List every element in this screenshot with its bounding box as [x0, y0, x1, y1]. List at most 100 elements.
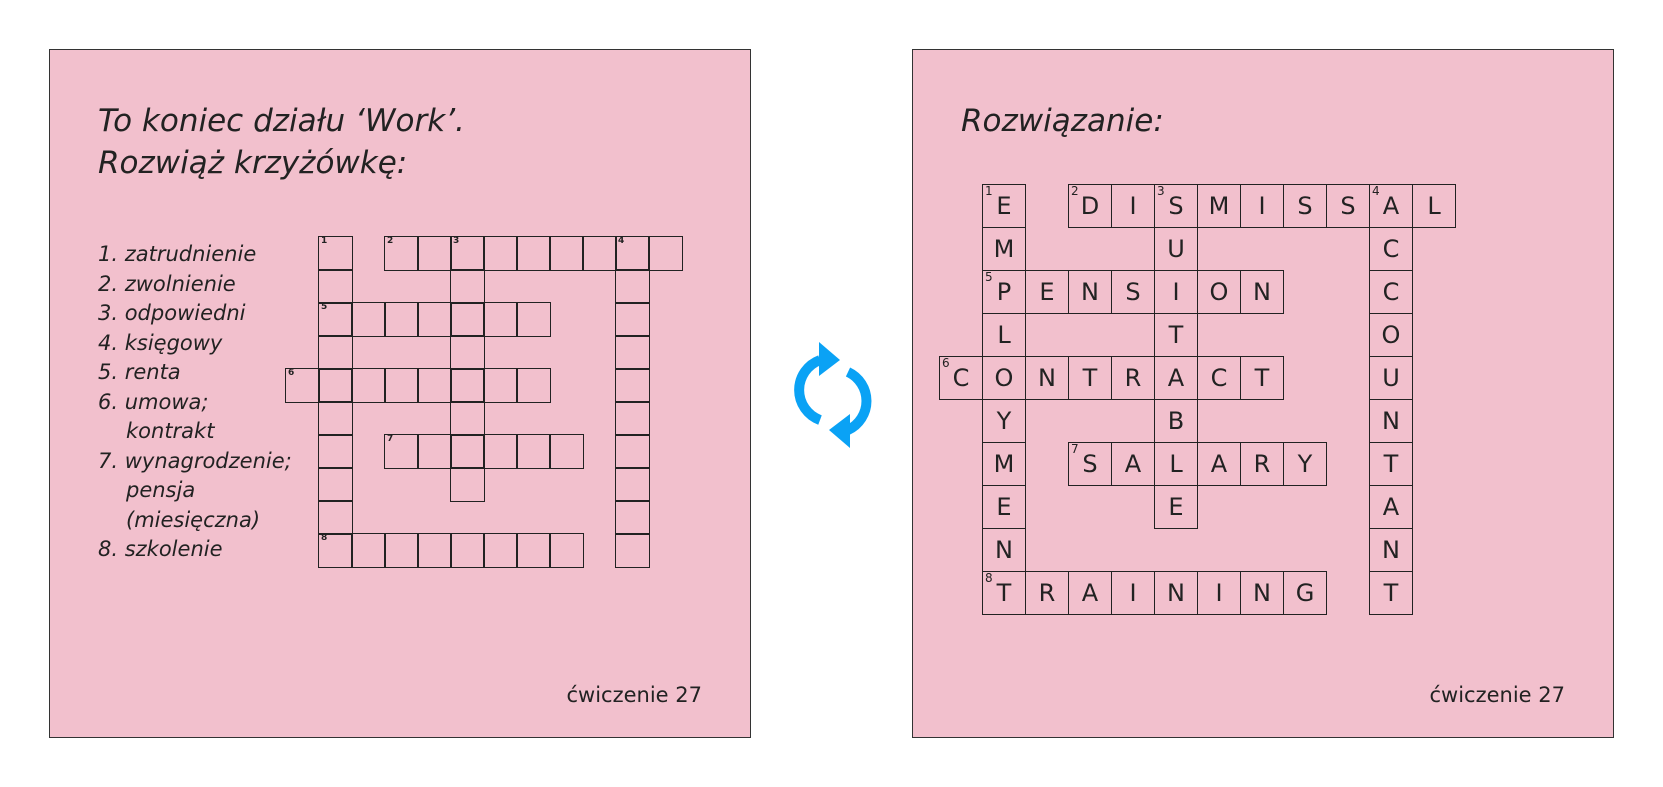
crossword-blank-cell[interactable] — [450, 368, 485, 403]
crossword-blank-cell[interactable] — [549, 434, 584, 469]
crossword-letter-cell: U — [1369, 356, 1413, 400]
crossword-blank-cell[interactable] — [318, 368, 353, 403]
clue-number: 2 — [1071, 184, 1079, 198]
clue-list: 1. zatrudnienie 2. zwolnienie 3. odpowie… — [98, 240, 292, 565]
crossword-blank-cell[interactable] — [450, 434, 485, 469]
crossword-blank-cell[interactable] — [615, 533, 650, 568]
crossword-blank-cell[interactable] — [417, 368, 452, 403]
crossword-letter-cell: T — [1369, 571, 1413, 615]
crossword-letter-cell: E — [982, 485, 1026, 529]
crossword-blank-cell[interactable] — [483, 368, 518, 403]
crossword-blank-cell[interactable] — [417, 236, 452, 271]
crossword-blank-cell[interactable] — [648, 236, 683, 271]
crossword-blank-cell[interactable] — [417, 533, 452, 568]
crossword-blank-cell[interactable] — [615, 500, 650, 535]
crossword-blank-cell[interactable] — [318, 401, 353, 436]
crossword-letter-cell: O — [982, 356, 1026, 400]
crossword-blank-cell[interactable] — [516, 302, 551, 337]
crossword-blank-cell[interactable] — [450, 533, 485, 568]
crossword-blank-cell[interactable]: 7 — [384, 434, 419, 469]
crossword-blank-cell[interactable] — [483, 434, 518, 469]
crossword-letter-cell: O — [1197, 270, 1241, 314]
crossword-letter-cell: L — [1154, 442, 1198, 486]
crossword-letter-cell: S — [1111, 270, 1155, 314]
crossword-blank-cell[interactable]: 2 — [384, 236, 419, 271]
clue-item: 6. umowa;kontrakt — [98, 389, 215, 444]
clue-number: 6 — [942, 356, 950, 370]
crossword-blank-cell[interactable] — [351, 302, 386, 337]
crossword-letter-cell: M — [982, 442, 1026, 486]
crossword-blank-cell[interactable] — [318, 335, 353, 370]
crossword-letter-cell: A — [1154, 356, 1198, 400]
crossword-letter-cell: C — [1369, 270, 1413, 314]
crossword-blank-cell[interactable] — [483, 302, 518, 337]
crossword-blank-cell[interactable]: 8 — [318, 533, 353, 568]
clue-number: 4 — [1372, 184, 1380, 198]
crossword-blank-cell[interactable] — [450, 335, 485, 370]
crossword-blank-cell[interactable] — [318, 434, 353, 469]
clue-item: 4. księgowy — [98, 330, 223, 355]
crossword-blank-cell[interactable] — [615, 269, 650, 304]
solution-title: Rozwiązanie: — [961, 103, 1164, 139]
clue-item: 8. szkolenie — [98, 537, 223, 561]
crossword-blank-cell[interactable] — [318, 269, 353, 304]
crossword-blank-cell[interactable] — [615, 434, 650, 469]
crossword-blank-cell[interactable]: 4 — [615, 236, 650, 271]
crossword-blank-cell[interactable] — [417, 434, 452, 469]
crossword-letter-cell: I — [1111, 571, 1155, 615]
crossword-letter-cell: L — [1412, 184, 1456, 228]
crossword-blank-cell[interactable] — [615, 467, 650, 502]
crossword-blank-cell[interactable] — [450, 401, 485, 436]
crossword-letter-cell: L — [982, 313, 1026, 357]
clue-number: 4 — [618, 236, 625, 246]
crossword-blank-cell[interactable] — [549, 236, 584, 271]
crossword-letter-cell: Y — [1283, 442, 1327, 486]
crossword-blank-cell[interactable] — [450, 467, 485, 502]
crossword-blank-cell[interactable] — [483, 533, 518, 568]
crossword-blank-cell[interactable] — [516, 533, 551, 568]
crossword-blank-cell[interactable] — [615, 335, 650, 370]
crossword-blank-cell[interactable]: 1 — [318, 236, 353, 271]
clue-number: 3 — [1157, 184, 1165, 198]
crossword-blank-cell[interactable] — [615, 302, 650, 337]
clue-number: 3 — [453, 236, 460, 246]
crossword-blank-cell[interactable] — [384, 302, 419, 337]
crossword-blank-cell[interactable] — [417, 302, 452, 337]
crossword-letter-cell: N — [1025, 356, 1069, 400]
crossword-letter-cell: Y — [982, 399, 1026, 443]
crossword-blank-cell[interactable] — [450, 302, 485, 337]
crossword-blank-cell[interactable] — [615, 368, 650, 403]
crossword-blank-cell[interactable] — [516, 368, 551, 403]
crossword-blank-cell[interactable] — [318, 500, 353, 535]
crossword-blank-cell[interactable] — [384, 368, 419, 403]
crossword-blank-cell[interactable] — [351, 533, 386, 568]
crossword-blank-cell[interactable] — [615, 401, 650, 436]
crossword-blank-cell[interactable]: 6 — [285, 368, 320, 403]
crossword-letter-cell: N — [1240, 571, 1284, 615]
crossword-blank-cell[interactable] — [483, 236, 518, 271]
crossword-letter-cell: N — [1369, 399, 1413, 443]
crossword-blank-cell[interactable] — [582, 236, 617, 271]
crossword-blank-cell[interactable] — [516, 236, 551, 271]
crossword-blank-cell[interactable] — [450, 269, 485, 304]
crossword-letter-cell: U — [1154, 227, 1198, 271]
crossword-blank-cell[interactable] — [516, 434, 551, 469]
crossword-blank-cell[interactable]: 5 — [318, 302, 353, 337]
crossword-letter-cell: T — [1240, 356, 1284, 400]
crossword-letter-cell: N — [1068, 270, 1112, 314]
crossword-letter-cell: R — [1240, 442, 1284, 486]
crossword-letter-cell: A — [1197, 442, 1241, 486]
crossword-letter-cell: S — [1326, 184, 1370, 228]
crossword-letter-cell: N — [1154, 571, 1198, 615]
refresh-icon[interactable] — [790, 338, 878, 450]
crossword-blank-cell[interactable] — [384, 533, 419, 568]
crossword-blank-cell[interactable] — [318, 467, 353, 502]
crossword-blank-cell[interactable]: 3 — [450, 236, 485, 271]
crossword-letter-cell: T — [1154, 313, 1198, 357]
crossword-blank-cell[interactable] — [351, 368, 386, 403]
crossword-blank-cell[interactable] — [549, 533, 584, 568]
